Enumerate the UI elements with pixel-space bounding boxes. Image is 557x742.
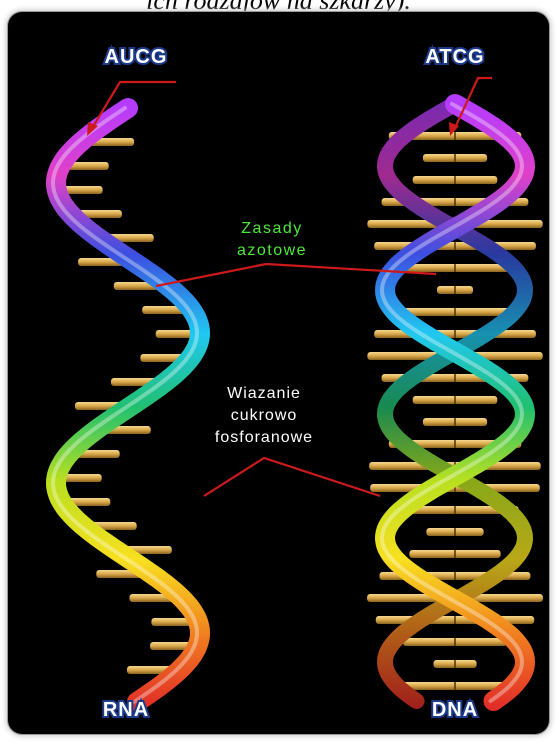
dna-bases-label: ATCG: [425, 46, 484, 68]
rna-name-label: RNA: [103, 699, 149, 721]
backbone-label-line1: Wiazanie: [227, 385, 301, 402]
backbone-pointer: [204, 458, 380, 496]
rna-bases-label: AUCG: [105, 46, 168, 68]
helix-diagram: AUCG ATCG RNA DNA Zasady azotowe Wiazani…: [8, 12, 549, 734]
dna-rna-diagram-panel: AUCG ATCG RNA DNA Zasady azotowe Wiazani…: [8, 12, 549, 734]
dna-name-label: DNA: [432, 699, 478, 721]
backbone-label-line2: cukrowo: [231, 407, 298, 424]
nitrogen-bases-label-line1: Zasady: [241, 220, 302, 237]
backbone-label-line3: fosforanowe: [215, 429, 313, 446]
nitrogen-bases-label-line2: azotowe: [237, 242, 307, 259]
